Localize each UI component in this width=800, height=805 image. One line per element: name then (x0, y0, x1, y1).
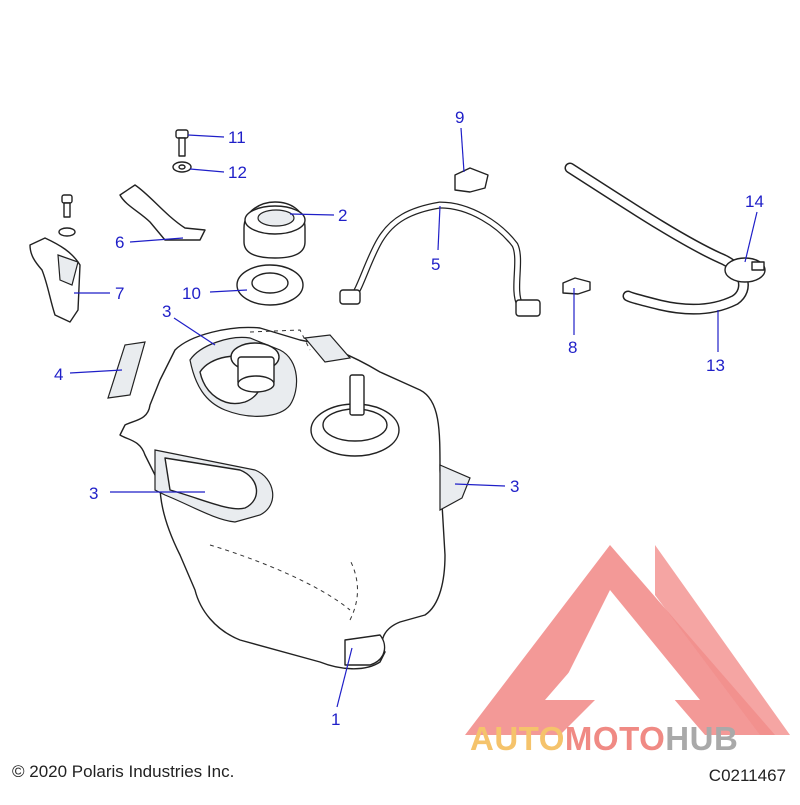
callout-14: 14 (745, 192, 764, 211)
bolt-11 (175, 129, 189, 157)
callout-9: 9 (455, 108, 464, 127)
callout-11: 11 (228, 128, 246, 147)
watermark-wordmark: AUTOMOTOHUB (470, 720, 738, 758)
callout-3-top: 3 (162, 302, 171, 321)
washer-12 (172, 161, 192, 173)
clamp-14 (724, 257, 766, 283)
callout-labels: 1 2 3 3 3 4 5 6 7 8 9 10 11 12 13 14 (54, 108, 764, 729)
bracket-7 (29, 237, 81, 323)
callout-3-right: 3 (510, 477, 519, 496)
callout-8: 8 (568, 338, 577, 357)
callout-12: 12 (228, 163, 247, 182)
callout-13: 13 (706, 356, 725, 375)
callout-1: 1 (331, 710, 340, 729)
fuel-tank (119, 326, 471, 670)
watermark-logo (465, 545, 790, 735)
callout-5: 5 (431, 255, 440, 274)
drawing-number: C0211467 (708, 766, 786, 785)
watermark-auto: AUTO (470, 720, 565, 757)
callout-4: 4 (54, 365, 63, 384)
callout-6: 6 (115, 233, 124, 252)
watermark-hub: HUB (665, 720, 739, 757)
bracket-6 (119, 184, 206, 241)
leader-lines (69, 127, 758, 708)
callout-10: 10 (182, 284, 201, 303)
watermark-moto: MOTO (564, 720, 666, 757)
hose-13 (564, 162, 749, 315)
pad-4 (107, 341, 146, 399)
filler-cap (243, 201, 306, 259)
bolt-loose (58, 194, 76, 237)
callout-7: 7 (115, 284, 124, 303)
vent-line-5 (339, 201, 541, 317)
copyright-notice: © 2020 Polaris Industries Inc. (12, 762, 235, 781)
gasket (236, 264, 304, 306)
callout-3-left: 3 (89, 484, 98, 503)
valve-9 (454, 167, 489, 193)
connector-8 (562, 277, 591, 295)
callout-2: 2 (338, 206, 347, 225)
